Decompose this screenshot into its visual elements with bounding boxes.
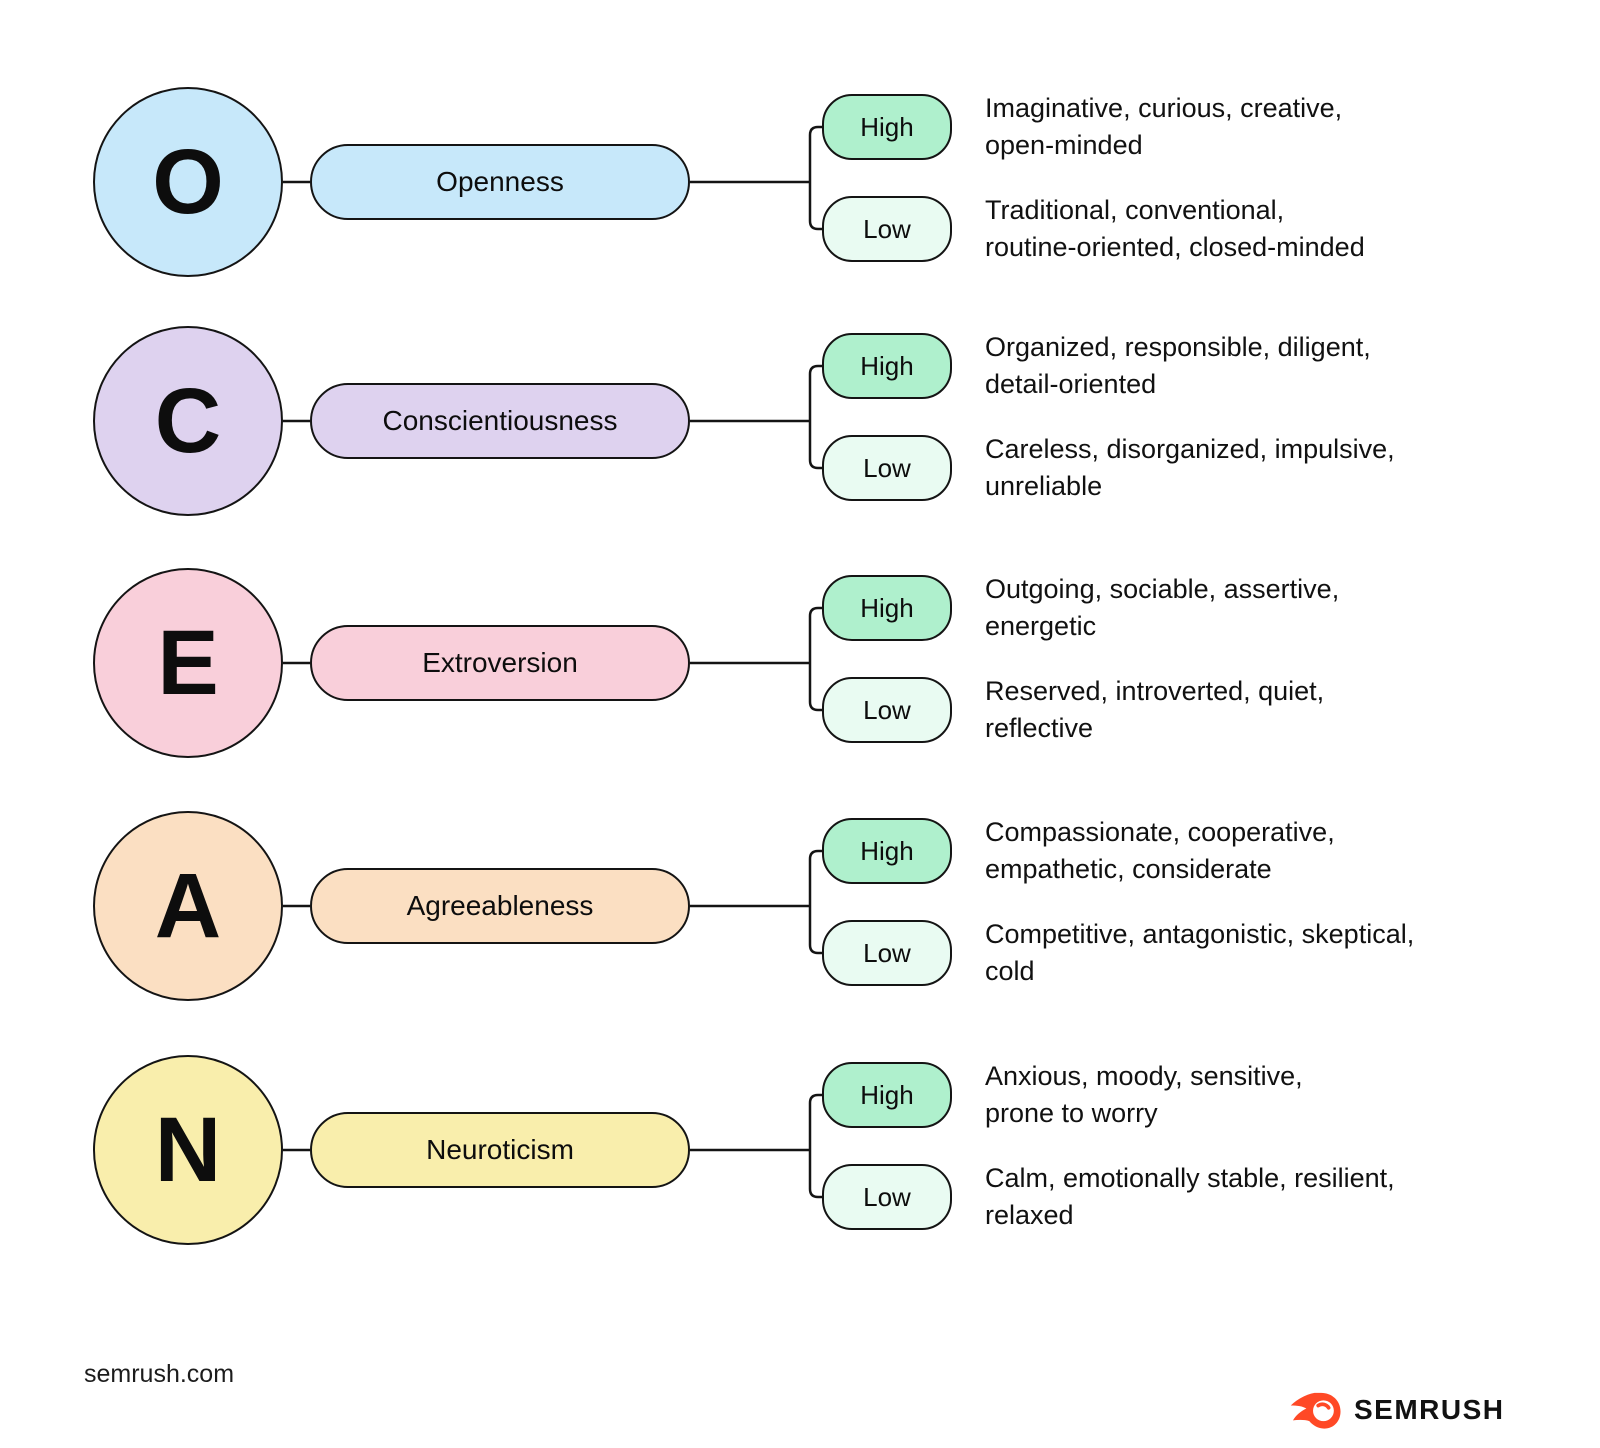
trait-row: A Agreeableness High Low Compassionate, …	[0, 806, 1600, 1006]
high-label: High	[860, 835, 914, 866]
high-description: Imaginative, curious, creative, open-min…	[985, 93, 1343, 160]
connector-lines	[283, 364, 822, 470]
trait-label: Neuroticism	[426, 1134, 574, 1165]
low-pill: Low	[822, 196, 952, 262]
high-description: Organized, responsible, diligent, detail…	[985, 332, 1371, 399]
trait-letter: O	[152, 131, 224, 233]
high-pill: High	[822, 333, 952, 399]
low-label: Low	[863, 1181, 911, 1212]
high-pill: High	[822, 575, 952, 641]
semrush-logo: SEMRUSH	[1290, 1390, 1505, 1430]
brand-name: SEMRUSH	[1354, 1394, 1505, 1425]
trait-row: C Conscientiousness High Low Organized, …	[0, 321, 1600, 521]
trait-circle: N	[93, 1055, 283, 1245]
trait-pill: Openness	[310, 144, 690, 220]
high-description: Compassionate, cooperative, empathetic, …	[985, 817, 1335, 884]
high-description: Outgoing, sociable, assertive, energetic	[985, 574, 1340, 641]
low-description: Careless, disorganized, impulsive, unrel…	[985, 434, 1395, 501]
low-label: Low	[863, 213, 911, 244]
high-pill: High	[822, 94, 952, 160]
low-pill: Low	[822, 1164, 952, 1230]
trait-label: Extroversion	[422, 647, 578, 678]
low-pill: Low	[822, 920, 952, 986]
trait-circle: A	[93, 811, 283, 1001]
high-description: Anxious, moody, sensitive, prone to worr…	[985, 1061, 1303, 1128]
trait-pill: Neuroticism	[310, 1112, 690, 1188]
low-label: Low	[863, 694, 911, 725]
trait-pill: Extroversion	[310, 625, 690, 701]
connector-lines	[283, 606, 822, 712]
high-label: High	[860, 350, 914, 381]
high-label: High	[860, 111, 914, 142]
low-description: Calm, emotionally stable, resilient, rel…	[985, 1163, 1395, 1230]
trait-pill: Conscientiousness	[310, 383, 690, 459]
connector-lines	[283, 1093, 822, 1199]
high-pill: High	[822, 818, 952, 884]
website-url: semrush.com	[84, 1360, 235, 1388]
trait-letter: N	[154, 1099, 222, 1201]
trait-circle: E	[93, 568, 283, 758]
low-description: Reserved, introverted, quiet, reflective	[985, 676, 1325, 743]
trait-pill: Agreeableness	[310, 868, 690, 944]
high-label: High	[860, 1079, 914, 1110]
low-description: Traditional, conventional, routine-orien…	[985, 195, 1365, 262]
trait-letter: E	[157, 612, 219, 714]
trait-circle: C	[93, 326, 283, 516]
connector-lines	[283, 849, 822, 955]
semrush-logo-icon	[1290, 1392, 1341, 1429]
low-label: Low	[863, 937, 911, 968]
trait-row: E Extroversion High Low Outgoing, sociab…	[0, 563, 1600, 763]
high-label: High	[860, 592, 914, 623]
trait-row: O Openness High Low Imaginative, curious…	[0, 82, 1600, 282]
low-label: Low	[863, 452, 911, 483]
trait-circle: O	[93, 87, 283, 277]
trait-row: N Neuroticism High Low Anxious, moody, s…	[0, 1050, 1600, 1250]
high-pill: High	[822, 1062, 952, 1128]
trait-label: Openness	[436, 166, 564, 197]
connector-lines	[283, 125, 822, 231]
low-description: Competitive, antagonistic, skeptical, co…	[985, 919, 1415, 986]
trait-letter: A	[154, 855, 222, 957]
low-pill: Low	[822, 435, 952, 501]
low-pill: Low	[822, 677, 952, 743]
trait-label: Conscientiousness	[382, 405, 618, 436]
trait-label: Agreeableness	[406, 890, 594, 921]
trait-letter: C	[154, 370, 222, 472]
